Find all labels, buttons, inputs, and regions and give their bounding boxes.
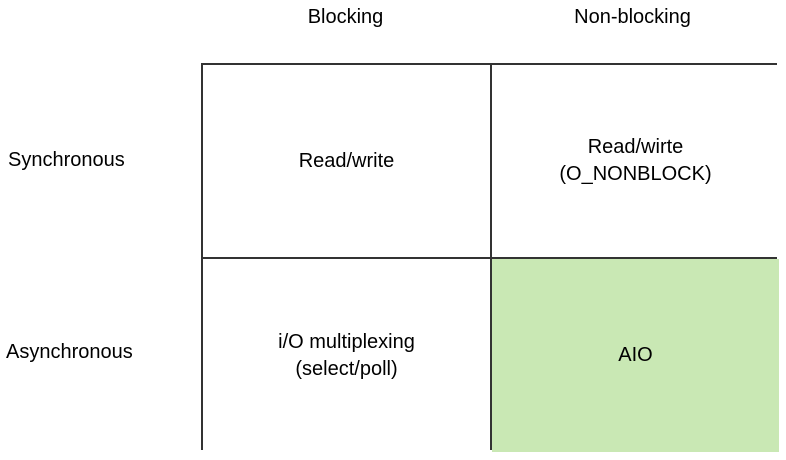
cell-sync-nonblocking-subtext: (O_NONBLOCK) — [559, 163, 712, 185]
cell-sync-blocking-text: Read/write — [298, 149, 395, 172]
cell-async-nonblocking: AIO — [492, 259, 779, 452]
cell-async-nonblocking-text: AIO — [618, 344, 653, 366]
row-header-asynchronous: Asynchronous — [6, 340, 133, 363]
cell-async-blocking: i/O multiplexing (select/poll) — [203, 259, 490, 452]
cell-sync-blocking: Read/write — [203, 65, 490, 257]
cell-async-blocking-subtext: (select/poll) — [295, 357, 398, 380]
row-header-synchronous: Synchronous — [8, 148, 125, 171]
column-header-blocking: Blocking — [307, 5, 384, 28]
column-header-non-blocking: Non-blocking — [574, 5, 691, 28]
io-model-matrix: Read/write Read/wirte (O_NONBLOCK) i/O m… — [201, 63, 779, 452]
cell-sync-nonblocking-text: Read/wirte — [587, 136, 684, 158]
cell-sync-nonblocking: Read/wirte (O_NONBLOCK) — [492, 65, 779, 257]
cell-async-blocking-text: i/O multiplexing — [278, 330, 415, 353]
